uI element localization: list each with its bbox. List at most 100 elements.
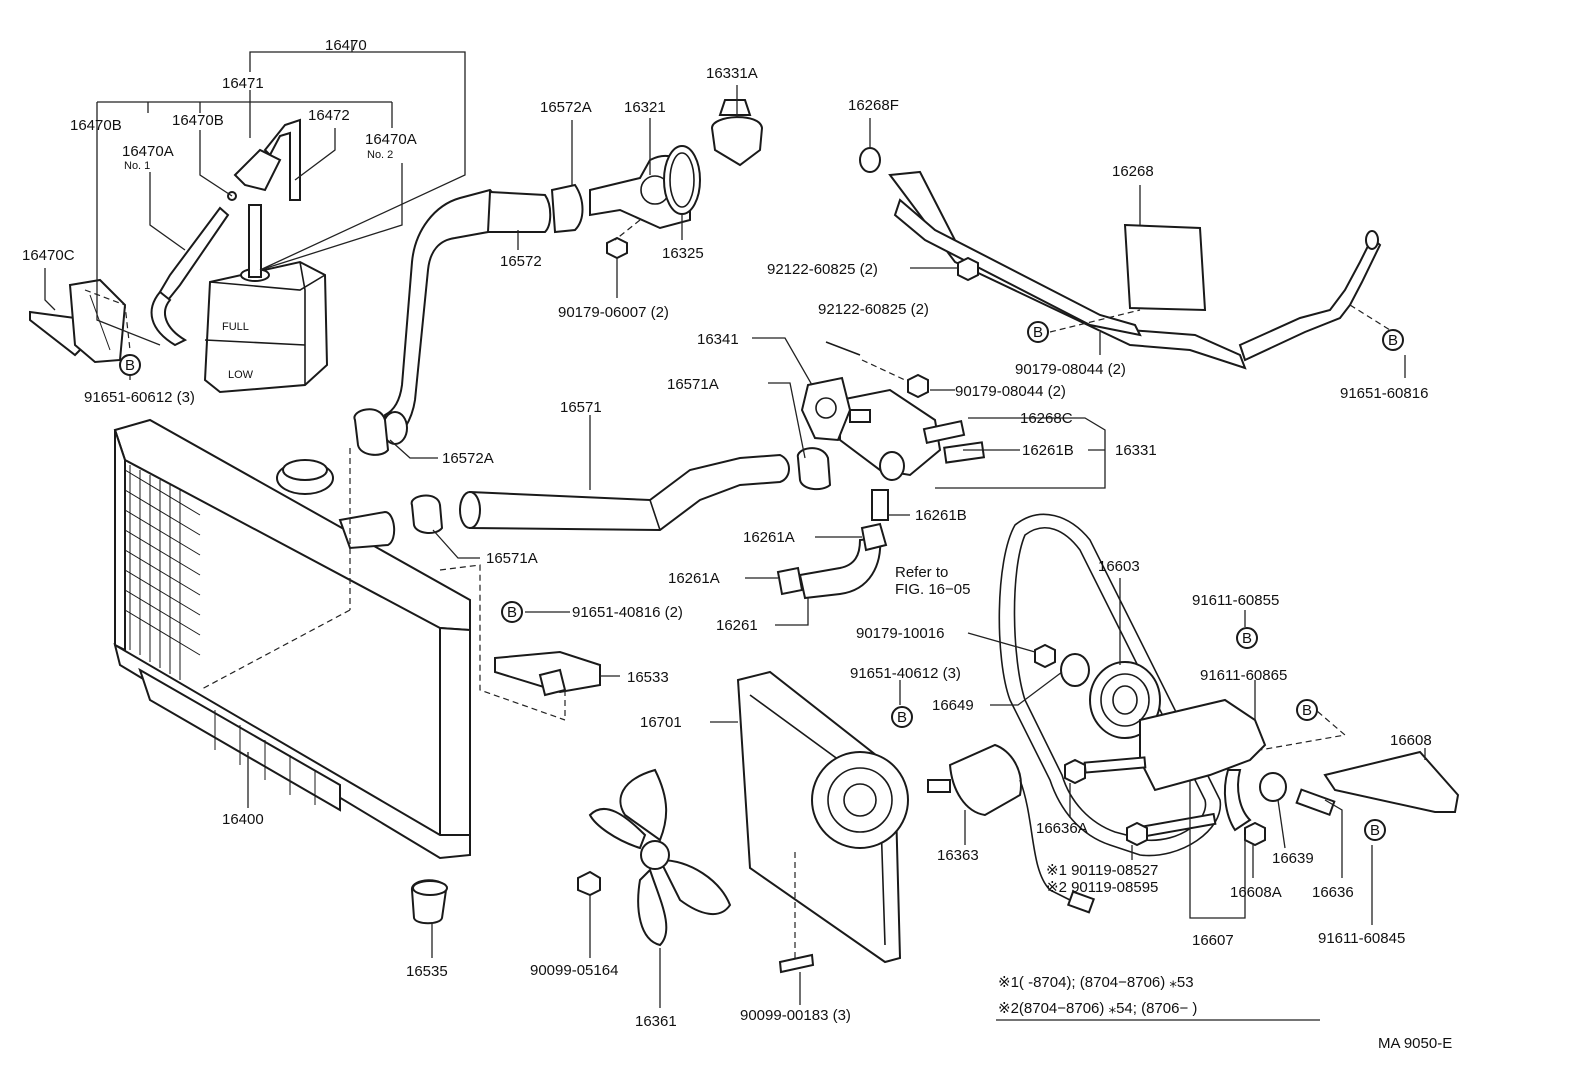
badge-b-91651-60612: B: [119, 354, 141, 376]
svg-text:B: B: [1242, 630, 1252, 647]
label-16470A-2-no: No. 2: [367, 149, 393, 161]
label-91651-60612: 91651-60612 (3): [84, 389, 195, 406]
svg-text:B: B: [1388, 332, 1398, 349]
label-90099-05164: 90099-05164: [530, 962, 618, 979]
badge-b-91611-60845: B: [1364, 819, 1386, 841]
lower-radiator-hose-16571: [459, 453, 790, 532]
union-16268C: [922, 420, 966, 444]
label-16400: 16400: [222, 811, 264, 828]
label-92122-60825-b: 92122-60825 (2): [818, 301, 929, 318]
adjusting-bar-16607: [1139, 698, 1267, 832]
gasket-16341: [800, 376, 852, 442]
bracket-16608: [1323, 750, 1460, 813]
note-1: ※1( -8704); (8704−8706) ⁎53: [998, 974, 1194, 991]
label-16470B-2: 16470B: [172, 112, 224, 129]
label-16261A-a: 16261A: [743, 529, 795, 546]
label-16470: 16470: [325, 37, 367, 54]
hose-clamp-16571A-bot: [410, 494, 444, 534]
label-16341: 16341: [697, 331, 739, 348]
label-16261: 16261: [716, 617, 758, 634]
svg-text:B: B: [1302, 702, 1312, 719]
label-16470A-1-no: No. 1: [124, 160, 150, 172]
label-90119-08527: ※1 90119-08527: [1046, 862, 1158, 879]
label-16603: 16603: [1098, 558, 1140, 575]
svg-text:B: B: [1033, 324, 1043, 341]
reference-code: MA 9050-E: [1378, 1035, 1452, 1052]
hose-clamp-16261A-b: [776, 566, 804, 596]
label-16472: 16472: [308, 107, 350, 124]
svg-text:B: B: [1370, 822, 1380, 839]
radiator-drain-cushion-16535: [411, 879, 448, 925]
water-inlet-housing-16331: [839, 388, 942, 481]
o-ring-16268F: [859, 147, 881, 173]
label-90119-08595: ※2 90119-08595: [1046, 879, 1158, 896]
bolt-16636: [1295, 788, 1336, 817]
label-16321: 16321: [624, 99, 666, 116]
radiator-support-16533: [494, 650, 601, 697]
label-16261B-a: 16261B: [1022, 442, 1074, 459]
badge-b-90179-08044: B: [1027, 321, 1049, 343]
radiator-inlet-pipe: [338, 510, 396, 550]
upper-radiator-hose-16572: [382, 188, 552, 445]
svg-text:B: B: [507, 604, 517, 621]
spacer-16639: [1259, 772, 1287, 802]
radiator: [113, 418, 471, 860]
label-16608A: 16608A: [1230, 884, 1282, 901]
label-16470B-1: 16470B: [70, 117, 122, 134]
label-16361: 16361: [635, 1013, 677, 1030]
stud-92122-60825-b: [825, 341, 861, 356]
badge-b-91611-60855: B: [1236, 627, 1258, 649]
label-16470A-2: 16470A: [365, 131, 417, 148]
union-16261B-b: [871, 489, 889, 521]
label-16571A-bot: 16571A: [486, 550, 538, 567]
label-91651-40612: 91651-40612 (3): [850, 665, 961, 682]
label-91611-60855: 91611-60855: [1192, 592, 1279, 609]
reservoir-hose-16472: [227, 118, 301, 201]
label-16639: 16639: [1272, 850, 1314, 867]
badge-b-91651-40612: B: [891, 706, 913, 728]
badge-b-91651-40816: B: [501, 601, 523, 623]
bolt-90119-08527: [1126, 812, 1217, 847]
label-90179-10016: 90179-10016: [856, 625, 944, 642]
cooling-fan-16361: [588, 768, 732, 947]
label-90099-00183: 90099-00183 (3): [740, 1007, 851, 1024]
radiator-cap: [276, 459, 334, 495]
svg-text:B: B: [125, 357, 135, 374]
nut-16608A: [1244, 821, 1266, 847]
note-2: ※2(8704−8706) ⁎54; (8706− ): [998, 1000, 1197, 1017]
hose-clamp-16261A-a: [860, 522, 888, 552]
label-16636: 16636: [1312, 884, 1354, 901]
radiator-core: [124, 465, 201, 680]
fan-motor-16363: [927, 743, 1096, 914]
label-16572A-top: 16572A: [540, 99, 592, 116]
reservoir-bracket-16470C: [29, 278, 127, 364]
screw-90099-05164: [577, 870, 601, 897]
label-16533: 16533: [627, 669, 669, 686]
badge-b-91611-60865: B: [1296, 699, 1318, 721]
leader-lines: [44, 40, 1426, 1021]
nut-90179-06007: [606, 236, 628, 260]
label-91611-60845: 91611-60845: [1318, 930, 1405, 947]
label-16607: 16607: [1192, 932, 1234, 949]
fan-shroud-16701: [736, 670, 909, 964]
label-16608: 16608: [1390, 732, 1432, 749]
label-16636A: 16636A: [1036, 820, 1088, 837]
label-16261B-b: 16261B: [915, 507, 967, 524]
alignment-lines: [84, 219, 1391, 960]
thermostat-16331A: [710, 99, 764, 167]
reservoir-tank: FULL LOW: [203, 260, 329, 394]
label-90179-08044-b: 90179-08044 (2): [955, 383, 1066, 400]
tank-full-mark: FULL: [222, 321, 249, 333]
label-16470A-1: 16470A: [122, 143, 174, 160]
svg-text:B: B: [897, 709, 907, 726]
label-16331: 16331: [1115, 442, 1157, 459]
nut-92122-60825-a: [957, 256, 979, 282]
label-16649: 16649: [932, 697, 974, 714]
hose-clamp-16572A-top: [550, 183, 584, 234]
v-belt-16603: [998, 513, 1222, 857]
badge-b-91651-60816: B: [1382, 329, 1404, 351]
label-16470C: 16470C: [22, 247, 75, 264]
tank-low-mark: LOW: [228, 369, 254, 381]
label-16701: 16701: [640, 714, 682, 731]
